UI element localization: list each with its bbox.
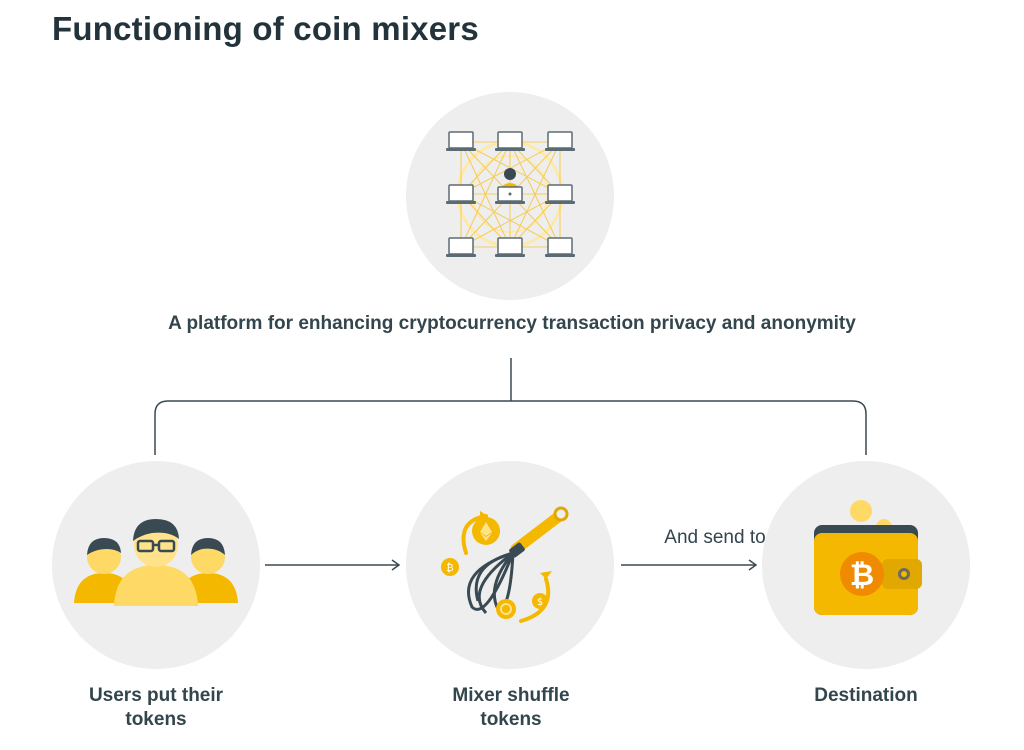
svg-text:₿: ₿: [446, 562, 453, 574]
step-label-destination: Destination: [814, 685, 918, 706]
platform-caption: A platform for enhancing cryptocurrency …: [168, 313, 856, 334]
platform-node: [406, 92, 614, 300]
step-label-mixer: Mixer shuffle tokens: [452, 685, 570, 730]
users-node: [52, 461, 260, 669]
svg-text:$: $: [537, 597, 543, 608]
send-to-label: And send to: [664, 527, 766, 548]
network-grid-icon: [446, 131, 575, 257]
arrow-users-to-mixer: [265, 559, 401, 571]
page-title: Functioning of coin mixers: [52, 10, 479, 47]
destination-node: ₿: [762, 461, 970, 669]
users-group-icon: [74, 519, 238, 606]
bitcoin-wallet-icon: ₿: [814, 500, 922, 615]
arrow-mixer-to-destination: [621, 559, 758, 571]
mixer-node: ₿ $: [406, 461, 614, 669]
svg-text:₿: ₿: [850, 558, 874, 593]
step-label-users: Users put their tokens: [88, 685, 224, 730]
whisk-mixer-icon: ₿ $: [441, 506, 569, 623]
